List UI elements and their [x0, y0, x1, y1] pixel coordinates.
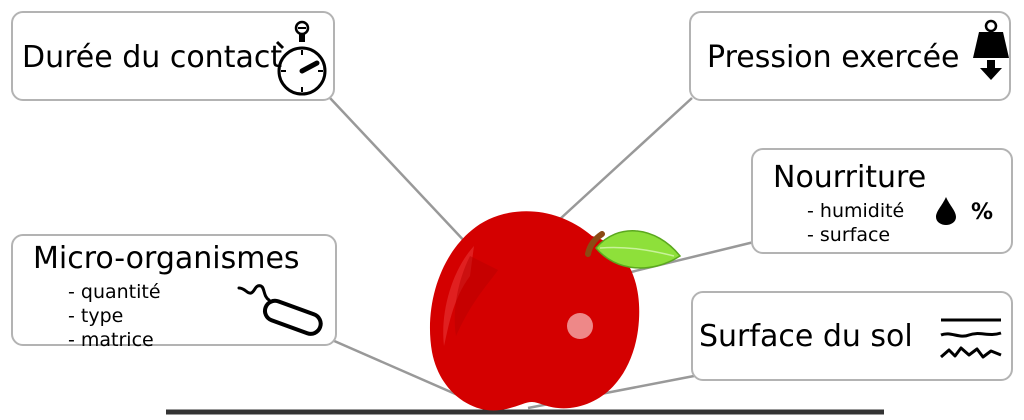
rough-surface-icon — [940, 318, 1002, 359]
stopwatch-icon — [275, 20, 327, 96]
nourriture-list: - humidité - surface — [807, 199, 904, 247]
percent-sign: % — [971, 200, 994, 225]
list-item: - surface — [807, 224, 891, 246]
micro-list: - quantité - type - matrice — [68, 280, 161, 352]
water-drop-icon — [936, 197, 956, 225]
connector-pression — [547, 97, 693, 231]
box-micro-organismes: Micro-organismes - quantité - type - mat… — [11, 234, 337, 351]
apple-highlight — [567, 313, 593, 339]
apple-stem — [585, 231, 605, 257]
list-item: - humidité — [807, 200, 905, 222]
box-title: Pression exercée — [707, 40, 960, 75]
list-item: - matrice — [68, 329, 154, 351]
box-title: Durée du contact — [22, 40, 283, 75]
microbe-icon — [237, 284, 323, 336]
list-item: - type — [68, 305, 124, 327]
box-title: Nourriture — [773, 160, 927, 195]
box-title: Micro-organismes — [33, 241, 300, 276]
connector-contact — [329, 97, 485, 263]
list-item: - quantité — [68, 281, 161, 303]
box-nourriture: Nourriture - humidité - surface % — [751, 148, 1013, 254]
connector-lines — [329, 97, 755, 412]
weight-down-icon — [973, 19, 1009, 80]
apple — [429, 211, 682, 411]
box-surface-sol: Surface du sol — [691, 291, 1013, 381]
box-pression-exercee: Pression exercée — [689, 11, 1011, 101]
box-duree-contact: Durée du contact — [11, 11, 335, 101]
box-title: Surface du sol — [699, 319, 913, 354]
